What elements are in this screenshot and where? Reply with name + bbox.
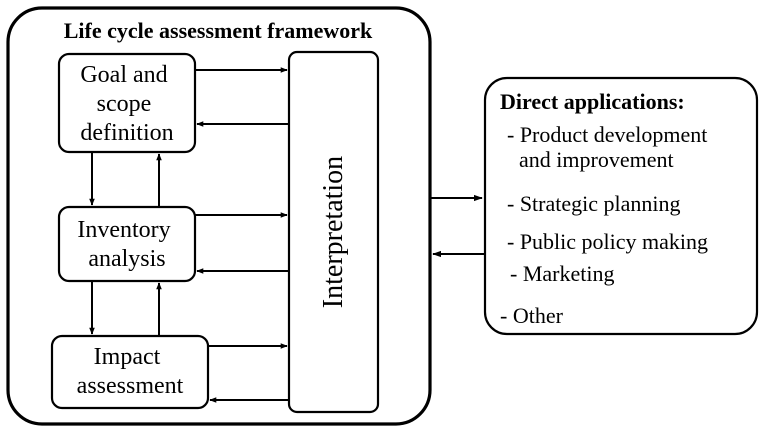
applications-box (483, 76, 759, 336)
applications-title: Direct applications: (500, 89, 685, 114)
goal-scope-box (57, 52, 197, 154)
goal-scope-line-2: scope (97, 91, 152, 117)
applications-list: - Product development and improvement - … (500, 122, 714, 328)
application-item-strategic: - Strategic planning (507, 191, 681, 216)
framework-title: Life cycle assessment framework (64, 18, 373, 43)
application-item-marketing: - Marketing (510, 261, 614, 286)
application-item-product: - Product development (507, 122, 707, 147)
interpretation-label: Interpretation (318, 156, 349, 308)
inventory-analysis-label: Inventory analysis (77, 217, 176, 272)
application-item-policy: - Public policy making (507, 229, 708, 254)
interpretation-box (287, 50, 380, 414)
inventory-line-1: Inventory (77, 217, 170, 243)
goal-scope-line-3: definition (80, 120, 173, 146)
impact-line-2: assessment (77, 373, 184, 399)
goal-scope-label: Goal and scope definition (80, 62, 173, 146)
impact-line-1: Impact (94, 344, 161, 370)
application-item-other: - Other (500, 303, 564, 328)
impact-assessment-label: Impact assessment (77, 344, 184, 399)
goal-scope-line-1: Goal and (80, 62, 167, 88)
application-item-product-cont: and improvement (519, 147, 674, 172)
inventory-analysis-box (57, 205, 197, 283)
inventory-line-2: analysis (88, 246, 165, 272)
impact-assessment-box (50, 334, 210, 410)
